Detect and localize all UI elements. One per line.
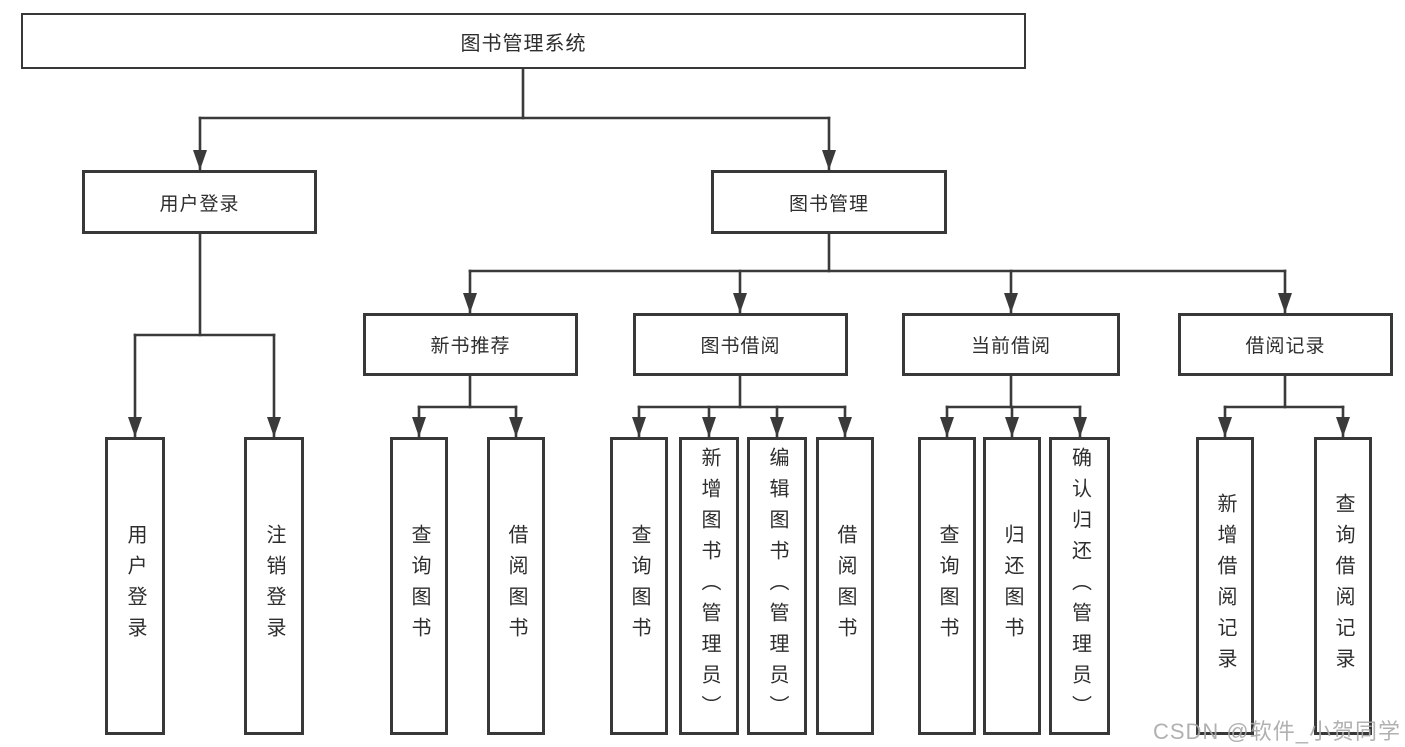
leaf-borrow-books-borrowing-label: 借阅图书 [834,524,856,648]
leaf-borrow-books-recommend: 借阅图书 [487,437,545,735]
leaf-add-borrow-record: 新增借阅记录 [1196,437,1254,735]
leaf-edit-book-admin: 编辑图书（管理员） [747,437,807,735]
node-library-system: 图书管理系统 [21,13,1026,69]
node-new-book-recommend: 新书推荐 [363,313,578,376]
leaf-confirm-return-admin-label: 确认归还（管理员） [1068,446,1091,726]
csdn-watermark: CSDN @软件_小贺同学 [1152,719,1401,744]
connector-book-borrowing-group [632,374,852,439]
leaf-return-books-label: 归还图书 [1001,524,1023,648]
leaf-add-book-admin-label: 新增图书（管理员） [698,446,720,726]
node-user-login: 用户登录 [82,170,317,234]
leaf-query-books-borrowing-label: 查询图书 [628,524,650,648]
leaf-borrow-books-recommend-label: 借阅图书 [505,524,527,648]
node-borrow-records: 借阅记录 [1178,313,1393,376]
connector-root-to-level2 [193,67,836,172]
connector-new-book-recommend-group [412,374,523,439]
connector-user-login-group [128,232,281,439]
leaf-query-borrow-record: 查询借阅记录 [1314,437,1372,735]
leaf-query-books-borrowing: 查询图书 [610,437,668,735]
leaf-query-books-recommend: 查询图书 [390,437,448,735]
leaf-user-login: 用户登录 [105,437,165,735]
connector-borrow-records-group [1218,374,1350,439]
leaf-confirm-return-admin: 确认归还（管理员） [1049,437,1110,735]
connector-book-management-group [463,232,1292,315]
node-book-management: 图书管理 [711,170,947,234]
leaf-query-books-current-label: 查询图书 [936,524,958,648]
leaf-add-book-admin: 新增图书（管理员） [679,437,739,735]
leaf-edit-book-admin-label: 编辑图书（管理员） [766,446,788,726]
leaf-return-books: 归还图书 [983,437,1041,735]
connector-current-borrowing-group [940,374,1087,439]
leaf-logout: 注销登录 [244,437,304,735]
leaf-query-books-current: 查询图书 [918,437,976,735]
leaf-query-borrow-record-label: 查询借阅记录 [1332,493,1354,679]
leaf-borrow-books-borrowing: 借阅图书 [816,437,874,735]
leaf-logout-label: 注销登录 [263,524,285,648]
leaf-user-login-label: 用户登录 [124,524,146,648]
leaf-add-borrow-record-label: 新增借阅记录 [1214,493,1236,679]
leaf-query-books-recommend-label: 查询图书 [408,524,430,648]
node-book-borrowing: 图书借阅 [633,313,848,376]
node-current-borrowing: 当前借阅 [902,313,1120,376]
